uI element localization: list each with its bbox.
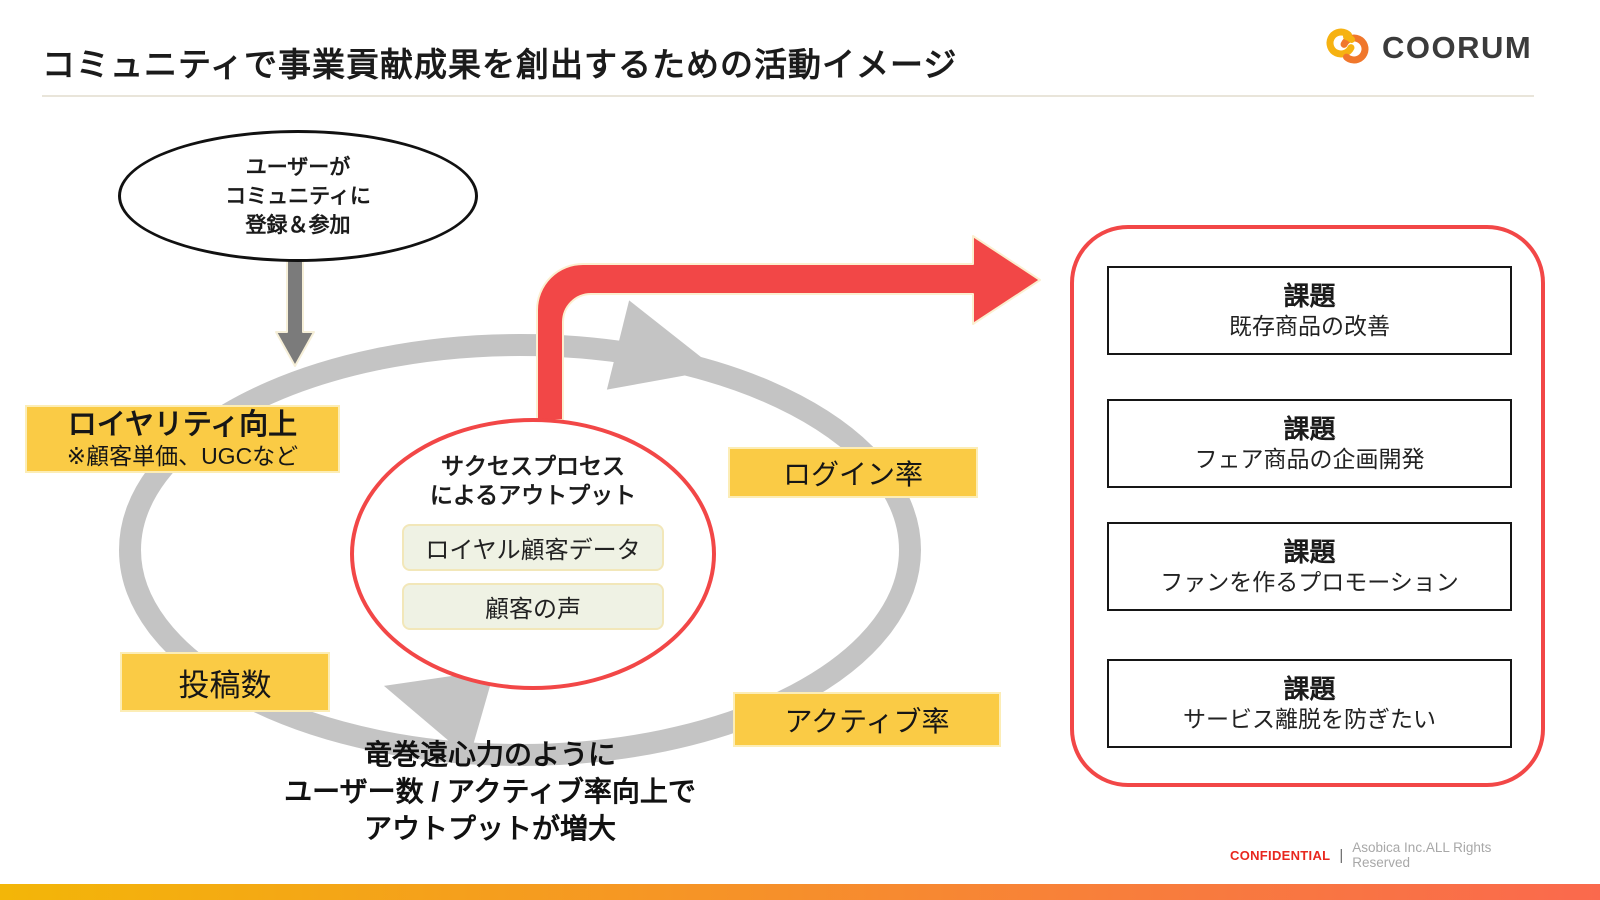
- issue-4-desc: サービス離脱を防ぎたい: [1183, 705, 1436, 732]
- issue-2-title: 課題: [1283, 413, 1336, 444]
- success-title-line2: によるアウトプット: [429, 482, 637, 508]
- footer: CONFIDENTIAL | Asobica Inc.ALL Rights Re…: [1230, 840, 1540, 870]
- entry-ellipse-line2: コミュニティに: [225, 184, 371, 208]
- issue-1-title: 課題: [1283, 280, 1336, 311]
- entry-ellipse-line1: ユーザーが: [245, 155, 351, 179]
- title-divider: [42, 95, 1534, 97]
- issue-4-title: 課題: [1283, 673, 1336, 704]
- coorum-logo: COORUM: [1322, 20, 1538, 76]
- issue-card-4: 課題 サービス離脱を防ぎたい: [1107, 659, 1512, 748]
- success-ellipse: サクセスプロセス によるアウトプット ロイヤル顧客データ 顧客の声: [350, 418, 716, 690]
- loyalty-label: ロイヤリティ向上 ※顧客単価、UGCなど: [25, 405, 340, 473]
- entry-ellipse-line3: 登録＆参加: [245, 213, 351, 237]
- coorum-logo-text: COORUM: [1382, 30, 1533, 65]
- tornado-note-line3: アウトプットが増大: [363, 813, 616, 844]
- success-title-line1: サクセスプロセス: [441, 453, 625, 479]
- issue-3-title: 課題: [1283, 536, 1336, 567]
- loyalty-label-line1: ロイヤリティ向上: [67, 408, 298, 441]
- issues-panel: 課題 既存商品の改善 課題 フェア商品の企画開発 課題 ファンを作るプロモーショ…: [1070, 225, 1545, 787]
- coorum-logo-icon: [1322, 23, 1374, 74]
- entry-ellipse: ユーザーが コミュニティに 登録＆参加: [118, 130, 478, 262]
- metric-label-login-rate: ログイン率: [728, 447, 978, 498]
- success-ellipse-title: サクセスプロセス によるアウトプット: [430, 452, 636, 510]
- issue-card-2: 課題 フェア商品の企画開発: [1107, 399, 1512, 488]
- footer-separator: |: [1339, 846, 1344, 864]
- bottom-accent-bar: [0, 884, 1600, 900]
- issue-card-3: 課題 ファンを作るプロモーション: [1107, 522, 1512, 611]
- issue-1-desc: 既存商品の改善: [1229, 312, 1390, 339]
- cycle-arrowhead-bottom-icon: [383, 669, 495, 759]
- tornado-note-line2: ユーザー数 / アクティブ率向上で: [284, 776, 696, 807]
- metric-label-active-rate: アクティブ率: [733, 692, 1001, 747]
- page-title: コミュニティで事業貢献成果を創出するための活動イメージ: [42, 46, 958, 83]
- cycle-ring-icon: [119, 300, 921, 766]
- loyalty-label-line2: ※顧客単価、UGCなど: [66, 442, 299, 469]
- issue-3-desc: ファンを作るプロモーション: [1160, 568, 1459, 595]
- down-arrow-icon: [275, 255, 315, 367]
- output-box-loyal-customer-data: ロイヤル顧客データ: [402, 524, 664, 571]
- metric-label-post-count: 投稿数: [120, 652, 330, 712]
- output-box-customer-voice: 顧客の声: [402, 583, 664, 630]
- issue-2-desc: フェア商品の企画開発: [1194, 445, 1425, 472]
- tornado-note-line1: 竜巻遠心力のように: [363, 739, 616, 770]
- issue-card-1: 課題 既存商品の改善: [1107, 266, 1512, 355]
- confidential-label: CONFIDENTIAL: [1230, 847, 1331, 863]
- cycle-arrowhead-top-icon: [606, 300, 717, 390]
- red-flow-arrow-icon: [536, 235, 1041, 421]
- rights-label: Asobica Inc.ALL Rights Reserved: [1352, 840, 1492, 870]
- tornado-note: 竜巻遠心力のように ユーザー数 / アクティブ率向上で アウトプットが増大: [240, 736, 740, 847]
